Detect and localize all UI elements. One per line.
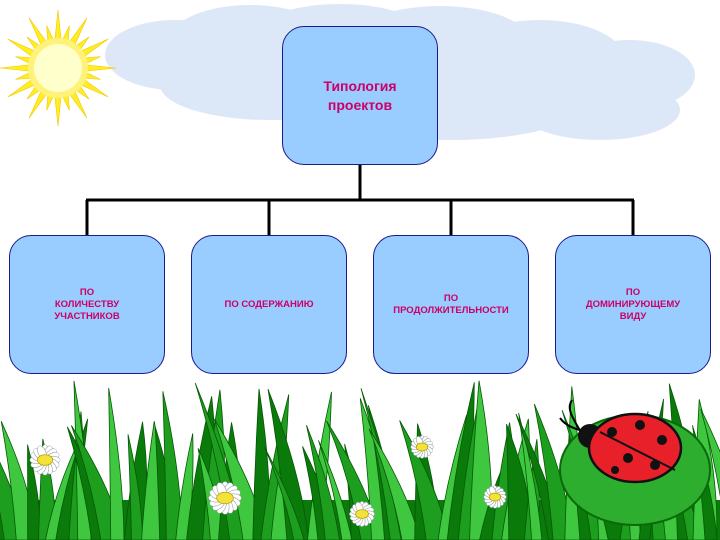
child-node-dominant-type: ПО ДОМИНИРУЮЩЕМУ ВИДУ — [555, 235, 711, 374]
daisy-icon — [349, 501, 375, 527]
child-node-duration: ПО ПРОДОЛЖИТЕЛЬНОСТИ — [373, 235, 529, 374]
child-node-content: ПО СОДЕРЖАНИЮ — [191, 235, 347, 374]
root-node: Типология проектов — [282, 26, 438, 165]
daisy-icon — [483, 485, 507, 509]
child-node-label: ПО СОДЕРЖАНИЮ — [224, 298, 314, 310]
daisy-icon — [410, 435, 434, 459]
ladybug-icon — [559, 399, 711, 526]
daisy-icon — [208, 481, 242, 515]
child-node-label: ПО ДОМИНИРУЮЩЕМУ ВИДУ — [585, 286, 681, 322]
grass-blade — [264, 447, 305, 540]
grass-blade — [318, 440, 353, 540]
grass-blade — [127, 434, 144, 540]
child-node-participants: ПО КОЛИЧЕСТВУ УЧАСТНИКОВ — [9, 235, 165, 374]
root-node-label: Типология проектов — [323, 77, 397, 113]
sun-icon — [0, 9, 117, 127]
child-node-label: ПО ПРОДОЛЖИТЕЛЬНОСТИ — [393, 292, 509, 316]
grass-blade — [700, 408, 720, 497]
grass-blade — [108, 388, 125, 540]
grass-blade — [306, 424, 340, 540]
grass-blade — [518, 412, 543, 540]
daisy-icon — [29, 444, 61, 476]
grass-blade — [368, 428, 421, 540]
child-node-label: ПО КОЛИЧЕСТВУ УЧАСТНИКОВ — [54, 286, 120, 322]
